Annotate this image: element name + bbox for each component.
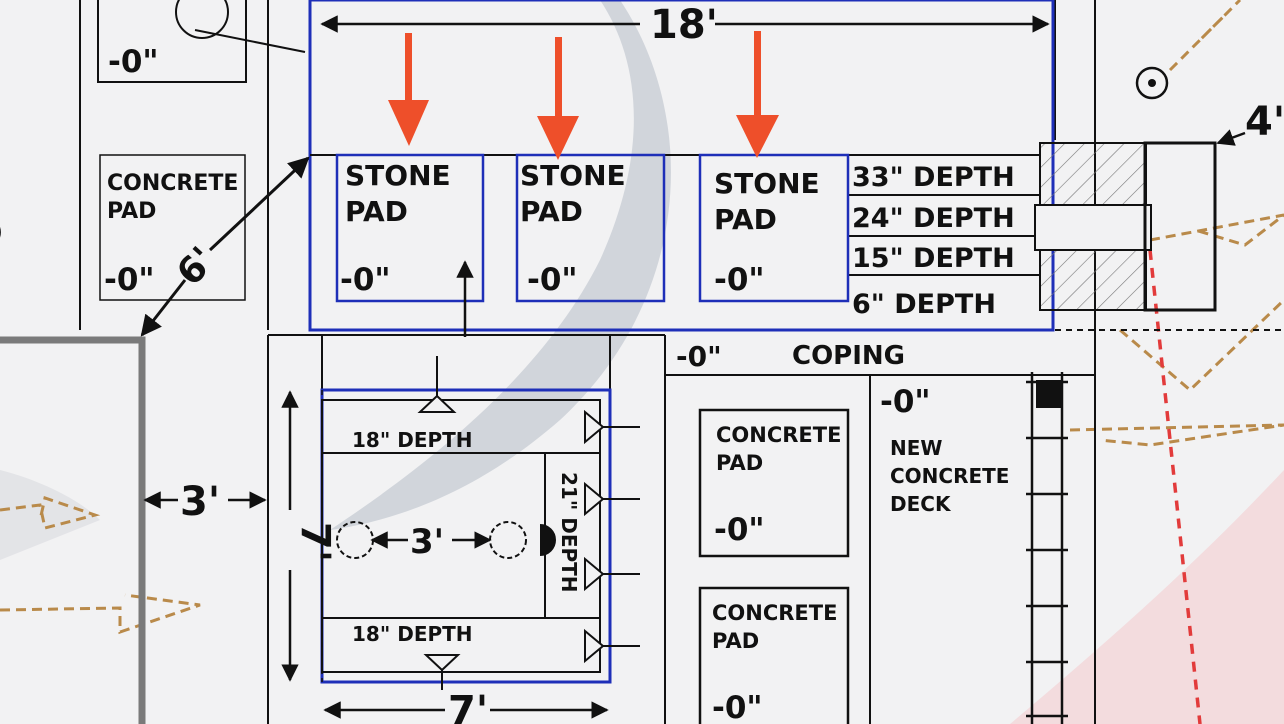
spa-jet-markers bbox=[417, 356, 640, 690]
spa-light-right-icon bbox=[489, 521, 527, 559]
watermark-gray-swoosh bbox=[330, 0, 671, 530]
gray-wall bbox=[0, 336, 146, 724]
concrete-pad-lower-2-line1: CONCRETE bbox=[712, 601, 837, 625]
stone-pad-2-line2: PAD bbox=[520, 195, 583, 228]
stone-pad-2 bbox=[515, 153, 666, 303]
stone-pad-3-line2: PAD bbox=[714, 203, 777, 236]
spa-jet-icon bbox=[539, 524, 556, 556]
stone-pad-3 bbox=[698, 153, 850, 303]
dim-4-arrow bbox=[1216, 129, 1246, 146]
depth-33: 33" DEPTH bbox=[852, 162, 1015, 193]
dim-6-arrow-down bbox=[140, 279, 187, 337]
depth-6: 6" DEPTH bbox=[852, 289, 996, 320]
stone-pad-2-elev: -0" bbox=[527, 262, 578, 298]
spa-top-depth: 18" DEPTH bbox=[352, 428, 473, 452]
top-left-box bbox=[97, 0, 247, 83]
survey-marker-dot bbox=[1148, 79, 1156, 87]
concrete-pad-lower-1-line1: CONCRETE bbox=[716, 423, 841, 447]
survey-marker-icon bbox=[1135, 66, 1169, 100]
spa-inner-3-label: 3' bbox=[410, 522, 444, 562]
left-concrete-pad bbox=[99, 154, 246, 301]
concrete-pad-lower-2 bbox=[698, 586, 850, 724]
stone-pad-3-elev: -0" bbox=[714, 262, 765, 298]
stone-pad-2-line1: STONE bbox=[520, 159, 626, 192]
spa-height-label: 7' bbox=[292, 522, 338, 562]
watermark-red-swoosh bbox=[1010, 470, 1284, 724]
fence-post bbox=[1036, 380, 1062, 408]
deck-elevation: -0" bbox=[880, 384, 931, 420]
dim-3-left-label: 3' bbox=[180, 479, 220, 525]
stone-pad-1 bbox=[335, 153, 485, 303]
stone-pad-1-line1: STONE bbox=[345, 159, 451, 192]
fence-ladder bbox=[1026, 372, 1068, 724]
deck-line1: NEW bbox=[890, 436, 942, 460]
deck-line2: CONCRETE bbox=[890, 464, 1009, 488]
stone-pad-1-elev: -0" bbox=[340, 262, 391, 298]
dim-6-label: 6' bbox=[169, 240, 224, 294]
top-left-elevation: -0" bbox=[108, 44, 159, 80]
concrete-pad-lower-1-elev: -0" bbox=[714, 512, 765, 548]
brown-dashed-lines bbox=[0, 0, 1284, 635]
concrete-pad-lower-2-line2: PAD bbox=[712, 629, 759, 653]
top-left-circle-icon bbox=[175, 0, 229, 39]
depth-24: 24" DEPTH bbox=[852, 203, 1015, 234]
stone-pad-3-line1: STONE bbox=[714, 167, 820, 200]
depth-15: 15" DEPTH bbox=[852, 243, 1015, 274]
coping-elevation: -0" bbox=[676, 340, 722, 373]
concrete-pad-lower-2-elev: -0" bbox=[712, 690, 763, 724]
left-pad-elevation: -0" bbox=[104, 262, 155, 298]
spa-side-depth: 21" DEPTH bbox=[557, 472, 581, 593]
left-edge-fragment: ) bbox=[0, 218, 3, 246]
dim-6-arrow-up bbox=[208, 156, 310, 252]
spa-width-label: 7' bbox=[448, 688, 488, 724]
spa-bottom-depth: 18" DEPTH bbox=[352, 622, 473, 646]
dim-4-label: 4' bbox=[1245, 99, 1284, 145]
step-bar bbox=[1034, 204, 1152, 251]
coping-label: COPING bbox=[792, 341, 905, 371]
deck-line3: DECK bbox=[890, 492, 952, 516]
watermark-gray-left bbox=[0, 470, 100, 560]
concrete-pad-lower-1-line2: PAD bbox=[716, 451, 763, 475]
left-pad-line2: PAD bbox=[107, 199, 156, 224]
dim-18-label: 18' bbox=[650, 2, 718, 48]
stone-pad-1-line2: PAD bbox=[345, 195, 408, 228]
concrete-pad-lower-1 bbox=[698, 408, 850, 558]
right-equipment-box bbox=[1143, 141, 1217, 312]
structure-lines bbox=[79, 0, 1096, 724]
red-arrows bbox=[388, 31, 779, 160]
left-pad-line1: CONCRETE bbox=[107, 171, 238, 196]
